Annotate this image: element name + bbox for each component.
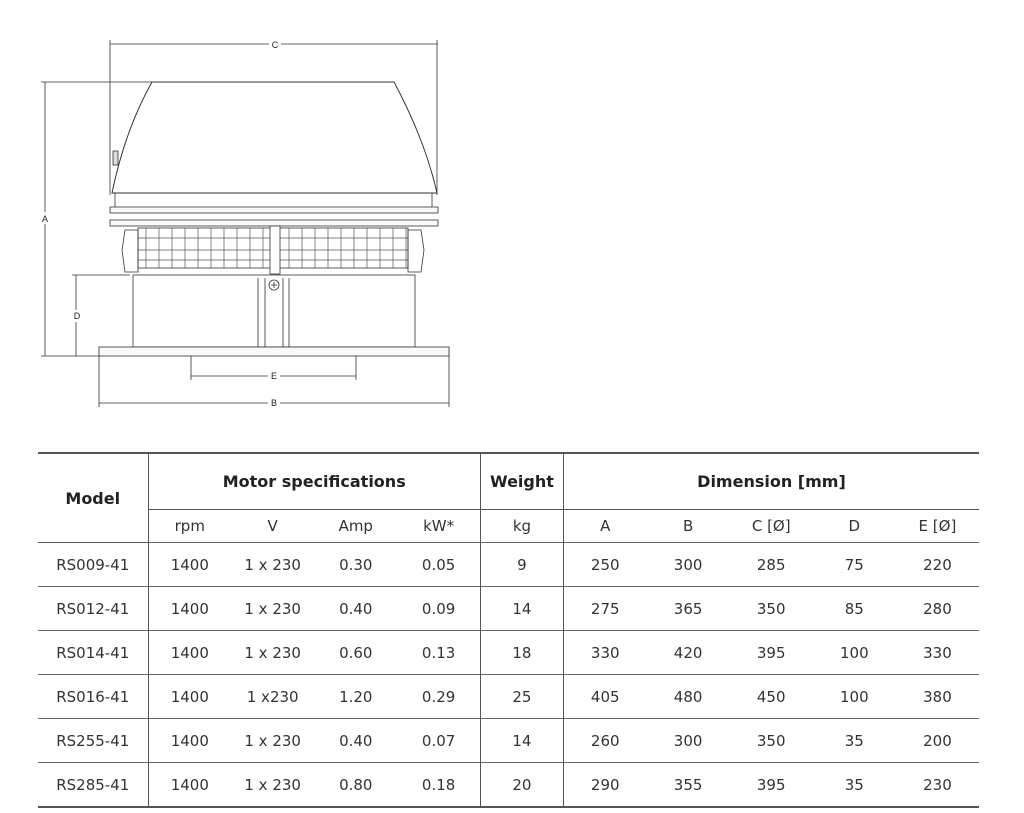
model-cell: RS255-41 xyxy=(38,718,148,763)
subheader-cell: kW* xyxy=(397,509,481,543)
value-cell: 350 xyxy=(729,718,813,763)
value-cell: 1 x 230 xyxy=(231,718,315,763)
dim-label-c: C xyxy=(272,40,279,50)
value-cell: 1 x 230 xyxy=(231,630,315,675)
value-cell: 300 xyxy=(646,542,730,587)
value-cell: 300 xyxy=(646,718,730,763)
value-cell: 200 xyxy=(895,718,979,763)
header-model: Model xyxy=(38,452,148,543)
value-cell: 405 xyxy=(562,674,647,719)
value-cell: 1 x230 xyxy=(231,674,315,719)
value-cell: 85 xyxy=(812,586,896,631)
value-cell: 100 xyxy=(812,674,896,719)
subheader-cell: rpm xyxy=(147,509,232,543)
value-cell: 420 xyxy=(646,630,730,675)
value-cell: 220 xyxy=(895,542,979,587)
value-cell: 35 xyxy=(812,762,896,808)
value-cell: 0.09 xyxy=(397,586,481,631)
value-cell: 0.07 xyxy=(397,718,481,763)
subheader-cell: D xyxy=(812,509,896,543)
subheader-cell: E [Ø] xyxy=(895,509,979,543)
value-cell: 0.05 xyxy=(397,542,481,587)
value-cell: 380 xyxy=(895,674,979,719)
value-cell: 75 xyxy=(812,542,896,587)
value-cell: 1 x 230 xyxy=(231,586,315,631)
value-cell: 1400 xyxy=(147,586,232,631)
value-cell: 450 xyxy=(729,674,813,719)
value-cell: 275 xyxy=(562,586,647,631)
model-cell: RS012-41 xyxy=(38,586,148,631)
model-cell: RS009-41 xyxy=(38,542,148,587)
value-cell: 1400 xyxy=(147,718,232,763)
value-cell: 1 x 230 xyxy=(231,762,315,808)
model-cell: RS014-41 xyxy=(38,630,148,675)
value-cell: 20 xyxy=(479,762,564,808)
subheader-cell: V xyxy=(231,509,315,543)
value-cell: 0.18 xyxy=(397,762,481,808)
value-cell: 1.20 xyxy=(314,674,398,719)
value-cell: 0.29 xyxy=(397,674,481,719)
header-weight: Weight xyxy=(479,452,564,510)
dim-label-b: B xyxy=(271,398,277,408)
model-cell: RS016-41 xyxy=(38,674,148,719)
value-cell: 9 xyxy=(479,542,564,587)
subheader-cell: Amp xyxy=(314,509,398,543)
value-cell: 0.40 xyxy=(314,718,398,763)
value-cell: 365 xyxy=(646,586,730,631)
value-cell: 250 xyxy=(562,542,647,587)
value-cell: 14 xyxy=(479,718,564,763)
value-cell: 395 xyxy=(729,762,813,808)
subheader-cell: A xyxy=(562,509,647,543)
header-dimension: Dimension [mm] xyxy=(562,452,979,510)
value-cell: 0.80 xyxy=(314,762,398,808)
value-cell: 18 xyxy=(479,630,564,675)
dim-label-a: A xyxy=(42,214,48,224)
value-cell: 0.60 xyxy=(314,630,398,675)
subheader-cell: C [Ø] xyxy=(729,509,813,543)
value-cell: 285 xyxy=(729,542,813,587)
specifications-table: Model Motor specifications Weight Dimens… xyxy=(38,452,979,808)
subheader-cell: kg xyxy=(479,509,564,543)
value-cell: 1400 xyxy=(147,674,232,719)
value-cell: 355 xyxy=(646,762,730,808)
value-cell: 0.13 xyxy=(397,630,481,675)
value-cell: 280 xyxy=(895,586,979,631)
value-cell: 35 xyxy=(812,718,896,763)
value-cell: 330 xyxy=(562,630,647,675)
value-cell: 1400 xyxy=(147,542,232,587)
model-cell: RS285-41 xyxy=(38,762,148,808)
dim-label-e: E xyxy=(271,371,277,381)
value-cell: 330 xyxy=(895,630,979,675)
value-cell: 395 xyxy=(729,630,813,675)
value-cell: 100 xyxy=(812,630,896,675)
value-cell: 480 xyxy=(646,674,730,719)
value-cell: 350 xyxy=(729,586,813,631)
value-cell: 230 xyxy=(895,762,979,808)
value-cell: 290 xyxy=(562,762,647,808)
value-cell: 1400 xyxy=(147,762,232,808)
value-cell: 0.30 xyxy=(314,542,398,587)
dim-label-d: D xyxy=(74,311,81,321)
value-cell: 14 xyxy=(479,586,564,631)
value-cell: 1 x 230 xyxy=(231,542,315,587)
value-cell: 25 xyxy=(479,674,564,719)
header-motor-specifications: Motor specifications xyxy=(147,452,481,510)
subheader-cell: B xyxy=(646,509,730,543)
value-cell: 1400 xyxy=(147,630,232,675)
value-cell: 260 xyxy=(562,718,647,763)
value-cell: 0.40 xyxy=(314,586,398,631)
fan-technical-drawing: C A D E B xyxy=(40,38,450,409)
